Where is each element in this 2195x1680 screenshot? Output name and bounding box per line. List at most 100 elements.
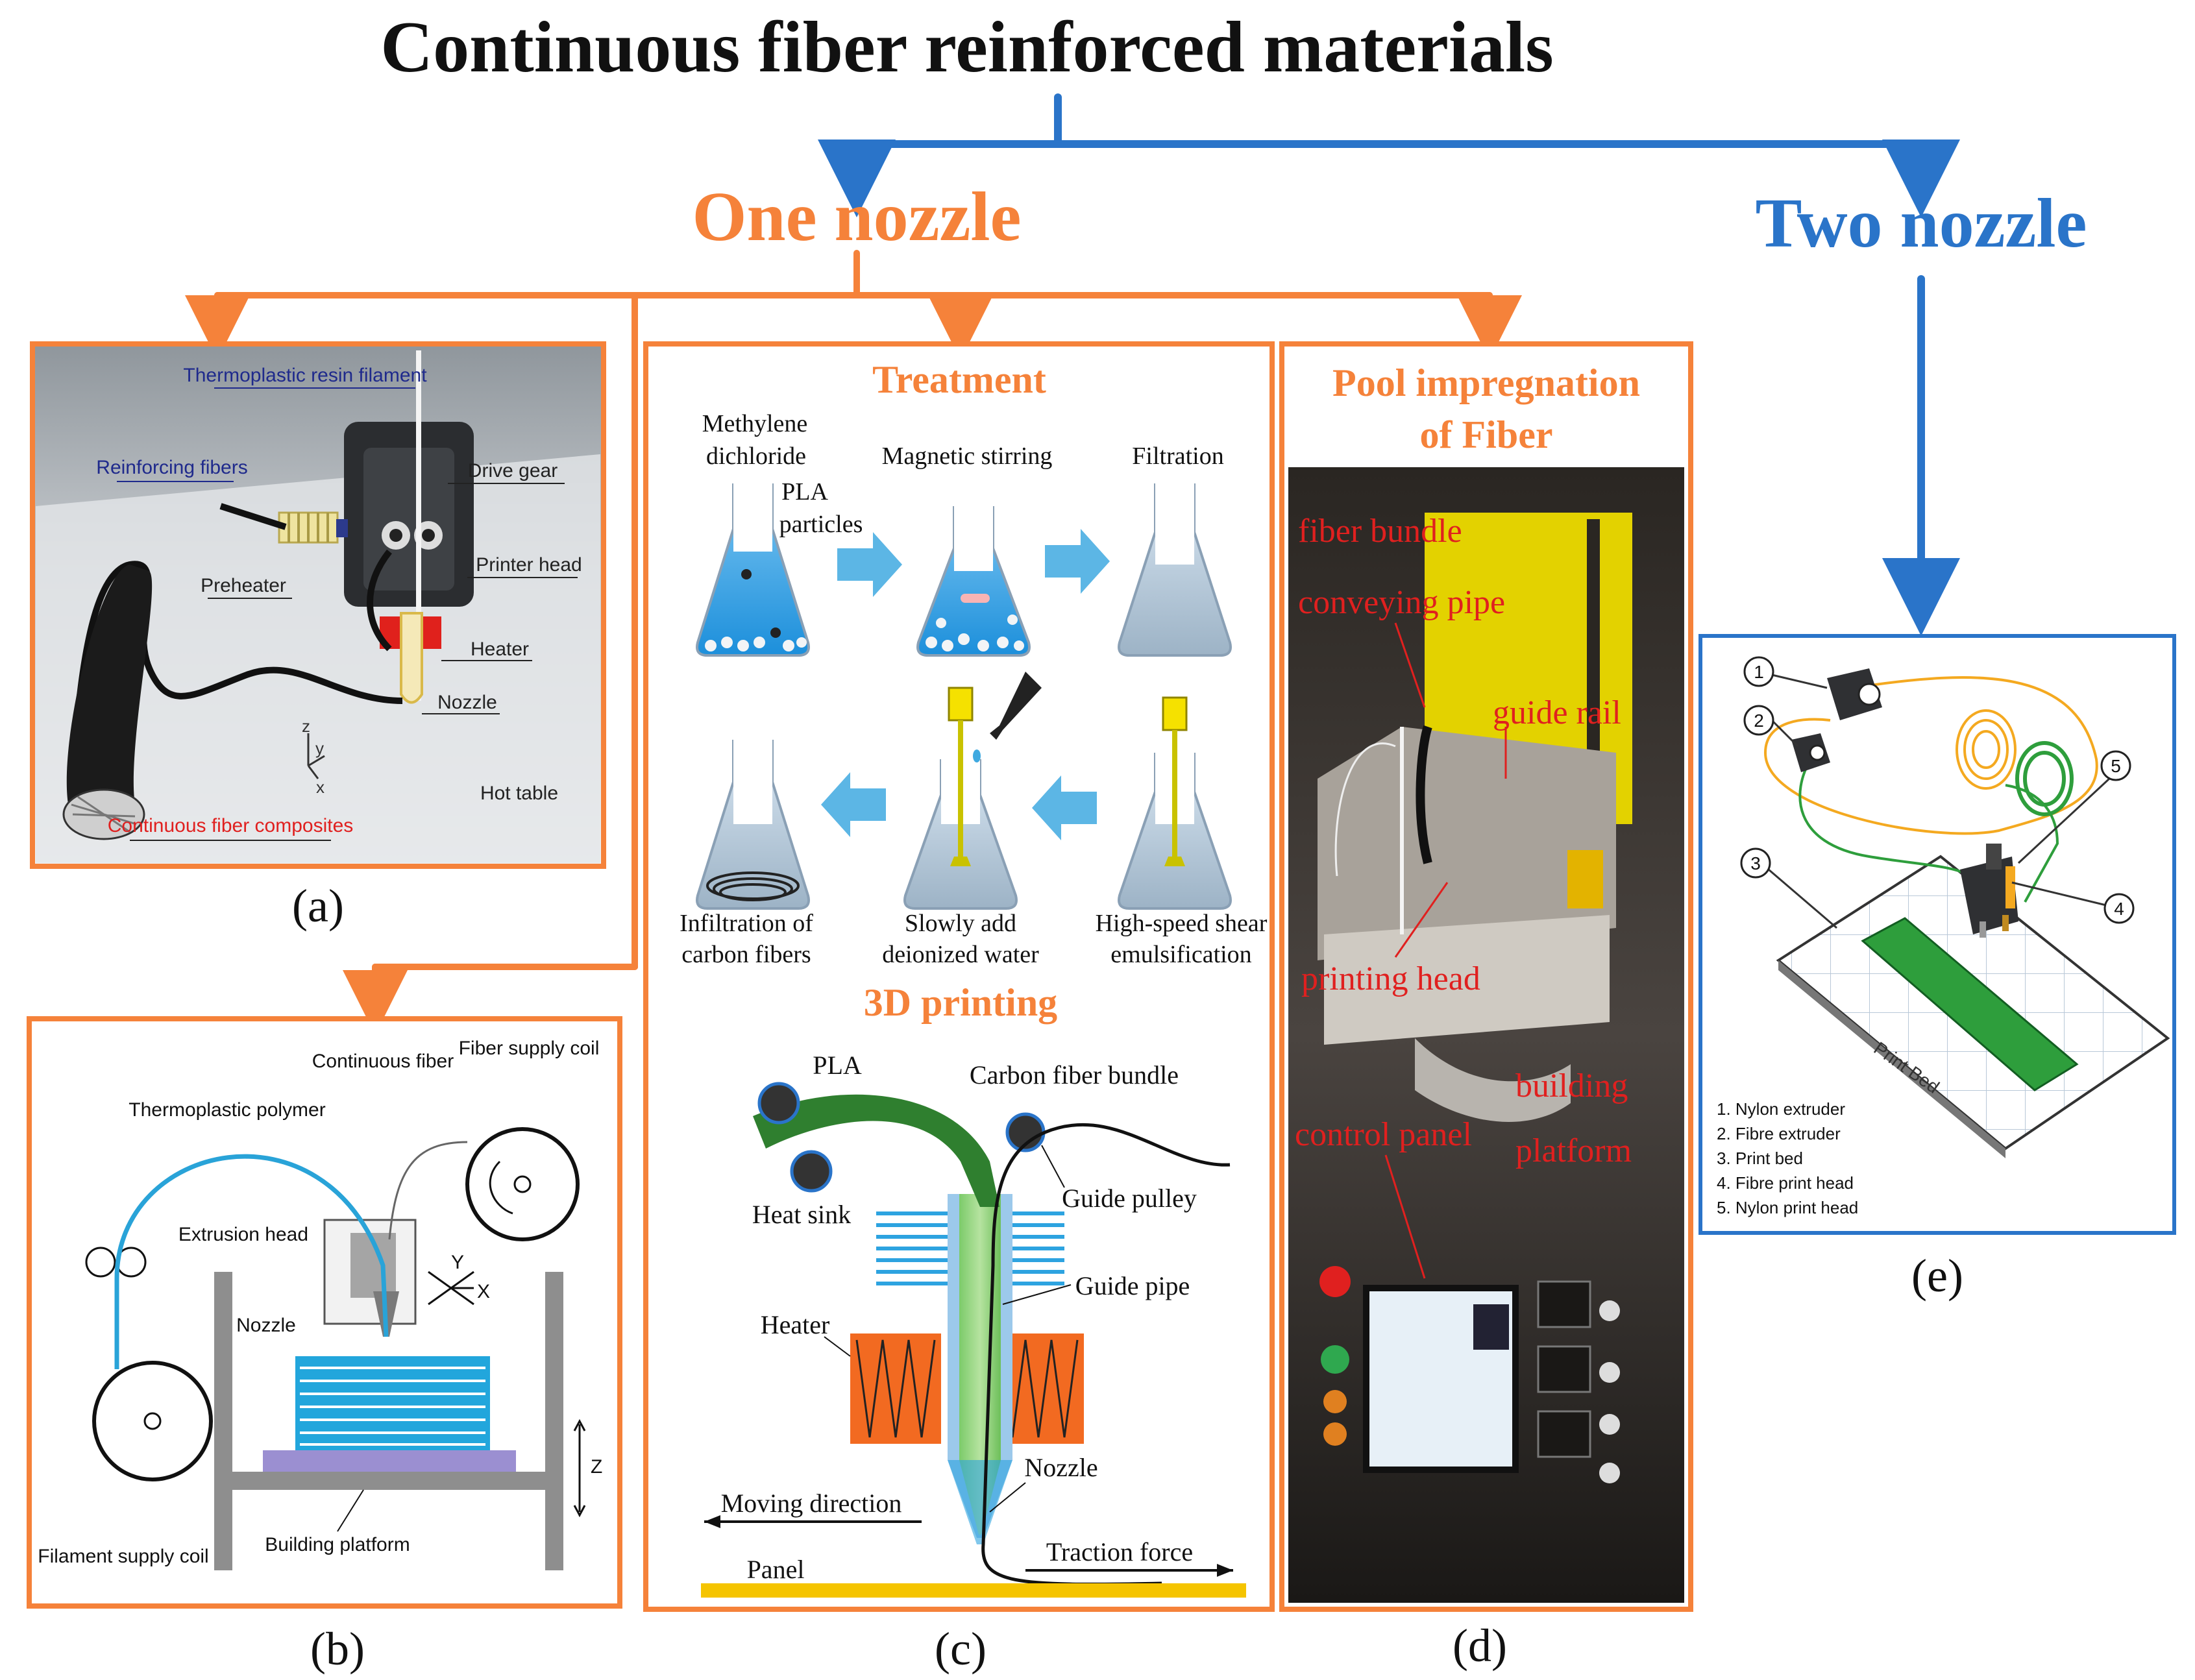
caption-c: (c) (935, 1623, 987, 1675)
axis-a-x: x (316, 777, 325, 797)
one-nozzle-label: One nozzle (693, 178, 1022, 256)
reinforcing-fiber (219, 503, 287, 530)
arrow-right-2 (1045, 529, 1110, 594)
orange-tree-connectors (185, 250, 1522, 1035)
continuous-fiber-path (388, 1141, 468, 1240)
label-a-printer-head: Printer head (476, 554, 582, 576)
d-label-platform: platform (1515, 1132, 1632, 1169)
fibre-extruder (1791, 733, 1830, 772)
thermoplastic-polymer-path (114, 1154, 389, 1369)
panel-d-title-2: of Fiber (1420, 413, 1553, 456)
print-label-pla: PLA (813, 1051, 862, 1080)
panel-c-treatment-title: Treatment (872, 358, 1046, 401)
flask-slowly-add (903, 672, 1042, 910)
print-label-moving: Moving direction (721, 1489, 902, 1518)
printed-strip (1861, 917, 2079, 1091)
flask-shear (1118, 696, 1232, 910)
step-methylene-2: dichloride (706, 443, 806, 470)
step-infiltration-2: carbon fibers (681, 941, 811, 968)
panel-e: Print Bed (1698, 634, 2176, 1235)
callout-lines (1768, 674, 2111, 929)
emergency-stop-button (1319, 1266, 1351, 1297)
print-label-heat-sink: Heat sink (752, 1200, 851, 1229)
caption-b: (b) (310, 1623, 365, 1675)
print-label-guide-pulley: Guide pulley (1062, 1184, 1197, 1213)
label-a-heater: Heater (471, 639, 529, 660)
legend-e-1: 1. Nylon extruder (1717, 1099, 1845, 1119)
pla-roller-top (757, 1082, 800, 1125)
label-b-fiber-coil: Fiber supply coil (459, 1038, 600, 1059)
panel-plate (701, 1583, 1246, 1598)
d-label-guide-rail: guide rail (1493, 694, 1621, 731)
step-pla-2: particles (779, 511, 863, 538)
d-label-conveying-pipe: conveying pipe (1298, 584, 1505, 621)
legend-e-2: 2. Fibre extruder (1717, 1124, 1841, 1143)
callout-3: 3 (1740, 847, 1771, 879)
axis-b-x: X (477, 1281, 490, 1302)
label-b-extrusion-head: Extrusion head (178, 1224, 308, 1245)
d-label-printing-head: printing head (1301, 960, 1480, 997)
caption-a: (a) (292, 880, 344, 932)
panel-c: Treatment Methylene dichloride PLA parti… (643, 341, 1275, 1612)
step-pla-1: PLA (781, 478, 828, 505)
step-shear-2: emulsification (1110, 941, 1251, 968)
flask-infiltration (696, 740, 810, 910)
arrow-left-1 (821, 772, 886, 837)
callout-4-text: 4 (2114, 899, 2124, 919)
panel-c-printing-title: 3D printing (864, 981, 1057, 1024)
composite-cable (75, 549, 403, 714)
step-infiltration-1: Infiltration of (680, 910, 813, 937)
nylon-route (1763, 676, 2098, 835)
caption-d: (d) (1453, 1620, 1507, 1672)
callout-3-text: 3 (1750, 853, 1761, 873)
blue-tree-connectors (818, 93, 1960, 636)
caption-e: (e) (1911, 1250, 1963, 1302)
panel-a: Thermoplastic resin filament Reinforcing… (30, 341, 606, 869)
spool-green (2015, 741, 2074, 816)
feed-roller-left (85, 1247, 116, 1278)
fiber-supply-coil (465, 1127, 580, 1241)
building-platform (221, 1472, 558, 1490)
arrow-right-1 (837, 532, 902, 597)
label-b-continuous-fiber: Continuous fiber (312, 1051, 454, 1072)
dropper-icon (990, 672, 1042, 740)
step-slowly-2: deionized water (882, 941, 1039, 968)
continuous-fiber-composite (66, 565, 153, 818)
label-b-nozzle: Nozzle (236, 1315, 296, 1336)
spool-orange (1956, 709, 2017, 790)
axis-a-z: z (302, 716, 310, 736)
pla-filament (753, 1094, 999, 1207)
axis-glyph-a: z y x (302, 716, 325, 797)
nylon-extruder (1827, 668, 1882, 720)
print-label-panel: Panel (747, 1555, 805, 1584)
two-nozzle-label: Two nozzle (1756, 185, 2087, 262)
page-title: Continuous fiber reinforced materials (380, 7, 1553, 88)
label-a-drive-gear: Drive gear (468, 460, 558, 481)
printer-frame (1318, 727, 1616, 960)
label-a-reinforcing: Reinforcing fibers (96, 457, 247, 478)
callout-5-text: 5 (2111, 756, 2121, 776)
legend-e: 1. Nylon extruder 2. Fibre extruder 3. P… (1717, 1099, 1858, 1217)
flask-filtration (1118, 483, 1232, 657)
panel-b: Y X Z Continuous fiber Fiber supply coil… (27, 1016, 622, 1609)
arrow-left-2 (1032, 775, 1097, 840)
callout-2: 2 (1743, 705, 1774, 736)
axis-glyph-b (428, 1271, 586, 1518)
axis-b-y: Y (451, 1252, 464, 1273)
step-filtration: Filtration (1132, 443, 1223, 470)
label-a-filament: Thermoplastic resin filament (183, 365, 427, 386)
d-label-building: building (1515, 1067, 1628, 1104)
print-head (1960, 844, 2018, 938)
callout-1-text: 1 (1754, 662, 1764, 682)
step-magnetic: Magnetic stirring (882, 443, 1053, 470)
label-a-hot-table: Hot table (480, 783, 558, 804)
label-a-preheater: Preheater (201, 575, 286, 596)
filament-supply-coil (92, 1361, 213, 1481)
step-slowly-1: Slowly add (905, 910, 1016, 937)
panel-d-title-1: Pool impregnation (1332, 361, 1640, 404)
heater-blocks (850, 1333, 1084, 1444)
print-label-carbon: Carbon fiber bundle (970, 1060, 1179, 1090)
callout-1: 1 (1743, 656, 1774, 687)
nozzle-tip (400, 612, 423, 704)
